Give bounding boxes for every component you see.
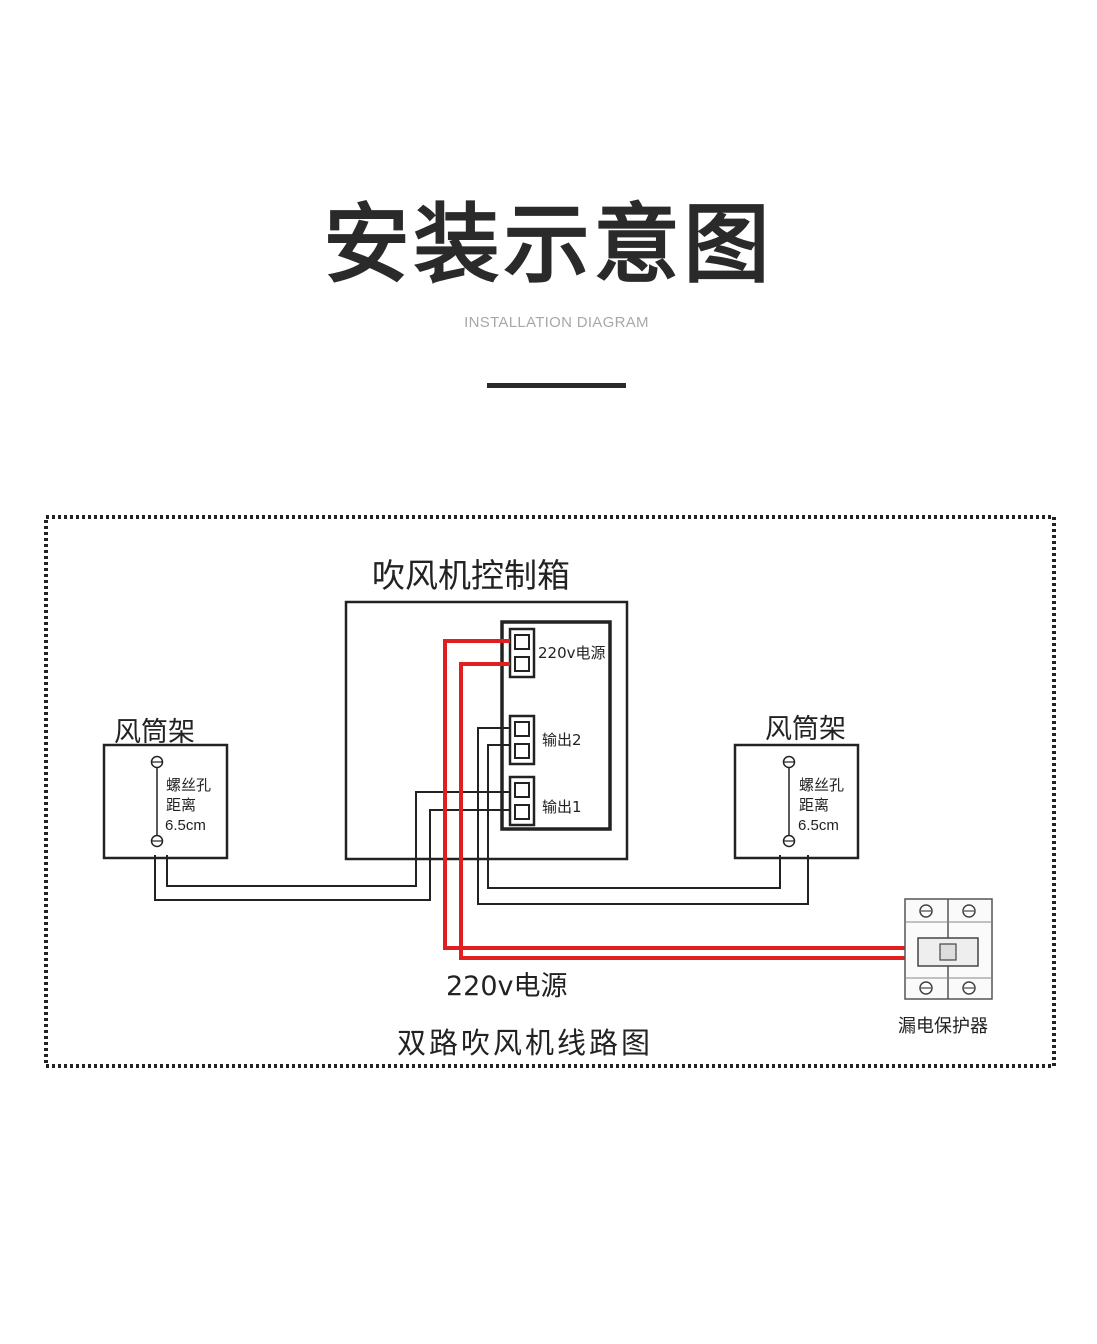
title-divider [487, 383, 626, 388]
page-title: 安装示意图 [323, 195, 774, 295]
terminal-slot [514, 782, 530, 798]
left-distance-value: 6.5cm [165, 817, 206, 834]
wire-right-outer [477, 727, 809, 905]
terminal-output2-label: 输出2 [542, 731, 582, 749]
wire-right-inner [487, 744, 781, 889]
breaker-label: 漏电保护器 [898, 1016, 988, 1037]
terminal-power-label: 220v电源 [538, 644, 606, 662]
right-fan-bracket [733, 743, 860, 860]
left-fan-bracket [102, 743, 229, 860]
left-hole-label: 螺丝孔 [166, 776, 211, 794]
wire-power-inner [459, 662, 905, 960]
left-distance-label: 距离 [166, 796, 196, 814]
right-hole-label: 螺丝孔 [799, 776, 844, 794]
diagram-frame [44, 515, 1056, 1068]
wire-power-outer [443, 639, 905, 950]
breaker-icon [904, 898, 993, 1000]
right-distance-label: 距离 [799, 796, 829, 814]
wire-left-inner [166, 791, 510, 887]
terminal-block [500, 620, 612, 831]
diagram-caption: 双路吹风机线路图 [397, 1026, 653, 1060]
left-frame-label: 风筒架 [114, 717, 195, 748]
terminal-output2 [508, 714, 536, 766]
terminal-slot [514, 656, 530, 672]
terminal-slot [514, 721, 530, 737]
terminal-power [508, 627, 536, 679]
right-distance-value: 6.5cm [798, 817, 839, 834]
control-box-label: 吹风机控制箱 [372, 556, 570, 595]
right-frame-label: 风筒架 [765, 714, 846, 745]
wire-left-outer [154, 809, 510, 901]
terminal-slot [514, 804, 530, 820]
terminal-output1 [508, 775, 536, 827]
terminal-output1-label: 输出1 [542, 798, 582, 816]
terminal-slot [514, 743, 530, 759]
power-supply-label: 220v电源 [446, 971, 568, 1002]
terminal-slot [514, 634, 530, 650]
page-subtitle: INSTALLATION DIAGRAM [464, 314, 649, 331]
